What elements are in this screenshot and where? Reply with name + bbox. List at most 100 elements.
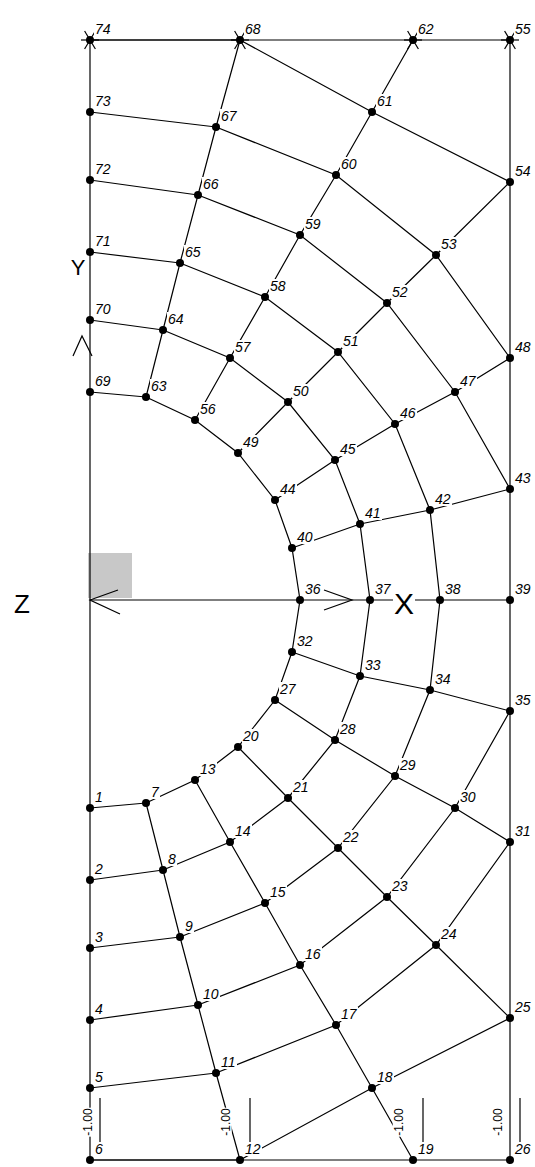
mesh-node (383, 299, 391, 307)
mesh-node (86, 944, 94, 952)
node-number: 5 (94, 1070, 104, 1084)
mesh-node (366, 596, 374, 604)
mesh-node (288, 544, 296, 552)
node-number: 12 (244, 1142, 262, 1156)
mesh-node (86, 248, 94, 256)
node-number: 70 (94, 302, 112, 316)
element-edge (90, 112, 216, 127)
element-edge (238, 182, 510, 453)
mesh-node (426, 686, 434, 694)
node-number: 38 (444, 582, 462, 596)
node-number: 13 (199, 762, 217, 776)
axis-arrow (73, 336, 92, 356)
mesh-node (234, 449, 242, 457)
node-number: 74 (94, 22, 112, 36)
node-number: 52 (391, 285, 409, 299)
mesh-node (142, 799, 150, 807)
node-number: 58 (269, 279, 287, 293)
mesh-node (86, 176, 94, 184)
node-number: 53 (440, 237, 458, 251)
node-number: 33 (364, 658, 382, 672)
node-number: 20 (242, 729, 260, 743)
mesh-node (191, 416, 199, 424)
node-number: 45 (339, 442, 357, 456)
node-number: 41 (364, 506, 382, 520)
mesh-node (432, 251, 440, 259)
axis-label: Z (13, 591, 31, 617)
mesh-node (261, 293, 269, 301)
mesh-node (86, 388, 94, 396)
mesh-node (506, 354, 514, 362)
node-number: 54 (514, 164, 532, 178)
element-edge (90, 39, 510, 40)
element-edge (90, 392, 146, 397)
node-number: 43 (514, 471, 532, 485)
node-number: 42 (434, 492, 452, 506)
mesh-node (86, 876, 94, 884)
mesh-node (86, 1016, 94, 1024)
node-number: 28 (339, 722, 357, 736)
mesh-node (159, 326, 167, 334)
element-edge (240, 1018, 510, 1160)
load-value: -1.00 (492, 1107, 504, 1136)
mesh-node (436, 596, 444, 604)
mesh-node (368, 108, 376, 116)
node-number: 59 (304, 217, 322, 231)
node-number: 7 (150, 785, 160, 799)
mesh-node (86, 804, 94, 812)
node-number: 24 (440, 927, 458, 941)
mesh-node (271, 496, 279, 504)
origin-block (88, 553, 132, 598)
mesh-node (334, 348, 342, 356)
node-number: 57 (234, 340, 252, 354)
node-number: 36 (304, 582, 322, 596)
mesh-node (86, 1156, 94, 1164)
element-edge (90, 1159, 510, 1160)
node-number: 62 (417, 22, 435, 36)
node-number: 37 (374, 582, 392, 596)
axis-label: Y (70, 257, 87, 279)
axis-label: X (393, 589, 415, 619)
mesh-node (212, 1069, 220, 1077)
node-number: 21 (292, 780, 310, 794)
mesh-node (356, 520, 364, 528)
node-number: 9 (184, 919, 194, 933)
node-number: 51 (342, 334, 360, 348)
node-number: 44 (279, 482, 297, 496)
node-number: 30 (459, 790, 477, 804)
node-number: 72 (94, 162, 112, 176)
mesh-node (284, 398, 292, 406)
mesh-node (506, 178, 514, 186)
node-number: 8 (167, 852, 177, 866)
mesh-node (271, 696, 279, 704)
node-number: 18 (376, 1070, 394, 1084)
node-number: 50 (292, 384, 310, 398)
mesh-node (391, 420, 399, 428)
mesh-node (368, 1084, 376, 1092)
node-number: 14 (234, 824, 252, 838)
element-edge (195, 40, 413, 420)
mesh-node (331, 456, 339, 464)
node-number: 48 (514, 340, 532, 354)
mesh-node (288, 648, 296, 656)
node-number: 65 (184, 245, 202, 259)
element-edge (216, 127, 510, 358)
element-edge (292, 652, 510, 711)
element-edge (198, 711, 510, 1005)
node-number: 63 (150, 379, 168, 393)
node-number: 22 (342, 830, 360, 844)
mesh-node (296, 961, 304, 969)
element-edge (146, 40, 240, 397)
node-number: 16 (304, 947, 322, 961)
mesh-node (226, 838, 234, 846)
mesh-node (226, 354, 234, 362)
load-value: -1.00 (393, 1107, 405, 1136)
mesh-node (176, 933, 184, 941)
mesh-node (334, 844, 342, 852)
mesh-node (194, 1001, 202, 1009)
node-number: 1 (94, 790, 104, 804)
node-number: 6 (94, 1142, 104, 1156)
node-number: 29 (399, 758, 417, 772)
node-number: 27 (279, 682, 297, 696)
mesh-node (296, 596, 304, 604)
